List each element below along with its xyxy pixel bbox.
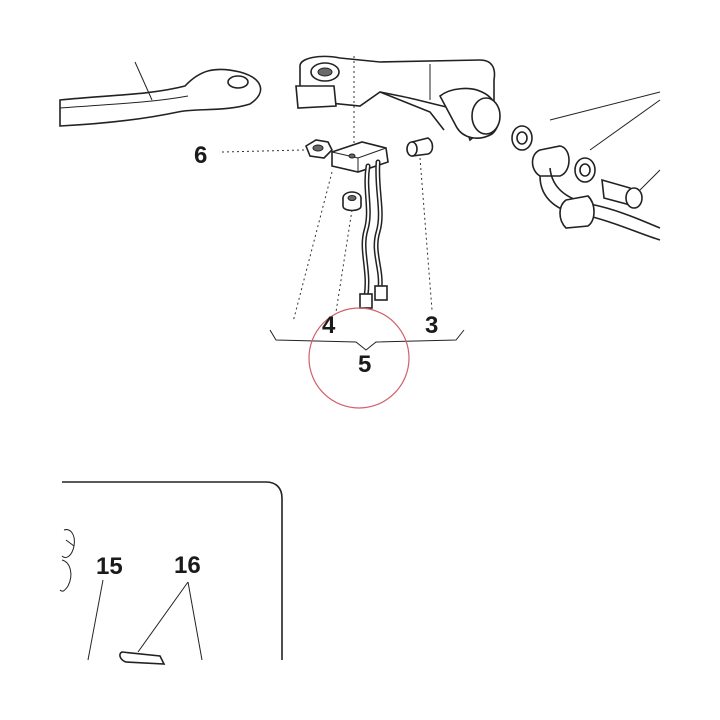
cable: [539, 167, 661, 241]
lever-arm: [59, 61, 262, 127]
callout-15: 15: [96, 553, 123, 580]
housing-assembly: [295, 55, 501, 150]
part-3-cylinder: [406, 137, 434, 157]
callout-6: 6: [194, 142, 207, 169]
part-6-nut: [305, 139, 333, 159]
callout-3: 3: [425, 312, 438, 339]
callout-5: 5: [358, 351, 371, 378]
leader-lines: [221, 149, 465, 351]
highlight-circle: [308, 307, 410, 409]
spacer-and-washers: [511, 91, 661, 209]
part-4-ring: [342, 191, 362, 212]
inset-frame: [59, 481, 283, 665]
part-5-sensor-block: [331, 141, 389, 309]
callout-4: 4: [322, 312, 336, 339]
callout-16: 16: [174, 552, 201, 579]
